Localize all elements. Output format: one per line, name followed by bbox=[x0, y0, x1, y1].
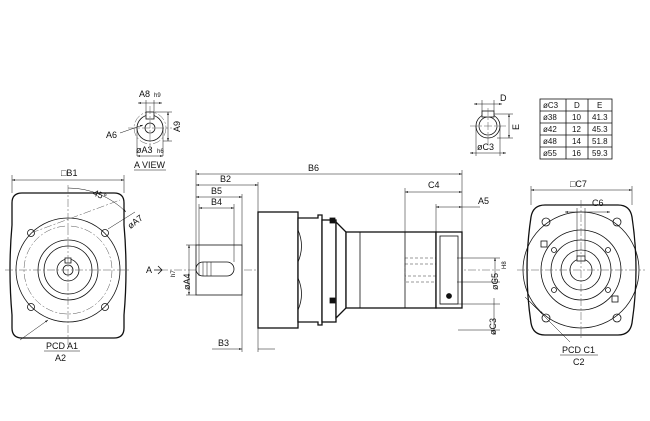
a4-tol: h7 bbox=[171, 270, 177, 277]
a-view-caption: A VIEW bbox=[134, 160, 166, 170]
a9-label: A9 bbox=[172, 121, 182, 132]
d-label: D bbox=[500, 93, 507, 103]
table-cell: 14 bbox=[572, 137, 581, 146]
a6-label: A6 bbox=[106, 130, 117, 140]
table-header-c3: øC3 bbox=[543, 101, 559, 110]
table-cell: ø38 bbox=[543, 113, 557, 122]
b2-label: B2 bbox=[220, 174, 231, 184]
c3-key-label: øC3 bbox=[477, 142, 494, 152]
c5-tol: H8 bbox=[502, 261, 508, 269]
b4-label: B4 bbox=[211, 197, 222, 207]
a4-label: øA4 bbox=[182, 273, 192, 290]
table-cell: 16 bbox=[572, 149, 581, 158]
a8-tol: h9 bbox=[154, 93, 161, 99]
c5-label: øC5 bbox=[490, 273, 500, 290]
table-header-e: E bbox=[597, 101, 602, 110]
b5-label: B5 bbox=[211, 186, 222, 196]
e-label: E bbox=[511, 124, 521, 130]
a7-label: øA7 bbox=[126, 213, 145, 231]
output-flange-view: □B1 45° øA7 PCD A1 A2 bbox=[5, 168, 145, 363]
a-view-arrow-label: A bbox=[146, 265, 152, 275]
pcd-a1-label: PCD A1 bbox=[46, 341, 78, 351]
table-cell: ø42 bbox=[543, 125, 557, 134]
b6-label: B6 bbox=[308, 163, 319, 173]
angle-45-label: 45° bbox=[92, 188, 109, 203]
table-cell: 12 bbox=[572, 125, 581, 134]
b1-label: □B1 bbox=[61, 168, 77, 178]
table-header-d: D bbox=[574, 101, 580, 110]
table-cell: 59.3 bbox=[592, 149, 608, 158]
input-adapter-view: □C7 C6 PCD C1 C2 bbox=[517, 179, 645, 367]
table-cell: 51.8 bbox=[592, 137, 608, 146]
a2-label: A2 bbox=[55, 353, 66, 363]
c6-label: C6 bbox=[592, 198, 604, 208]
a-view-detail: A8 h9 A9 A6 øA3 h6 A VIEW bbox=[106, 89, 182, 171]
c3-side-label: øC3 bbox=[488, 318, 498, 335]
a8-label: A8 bbox=[139, 89, 150, 99]
table-cell: 10 bbox=[572, 113, 581, 122]
table-cell: 41.3 bbox=[592, 113, 608, 122]
table-cell: ø48 bbox=[543, 137, 557, 146]
b3-label: B3 bbox=[218, 338, 229, 348]
pcd-c1-label: PCD C1 bbox=[562, 345, 595, 355]
c7-label: □C7 bbox=[570, 179, 587, 189]
c4-label: C4 bbox=[428, 180, 440, 190]
dimension-table: øC3 D E ø38 10 41.3 ø42 12 45.3 ø48 14 5… bbox=[539, 98, 613, 160]
table-cell: 45.3 bbox=[592, 125, 608, 134]
side-view: B6 B2 B5 B4 B3 A øA4 h7 C4 bbox=[146, 163, 508, 352]
a3-tol: h6 bbox=[157, 149, 164, 155]
a3-label: øA3 bbox=[136, 145, 153, 155]
a5-label: A5 bbox=[478, 196, 489, 206]
c2-label: C2 bbox=[573, 357, 585, 367]
key-detail: D E øC3 bbox=[470, 93, 521, 156]
table-cell: ø55 bbox=[543, 149, 557, 158]
